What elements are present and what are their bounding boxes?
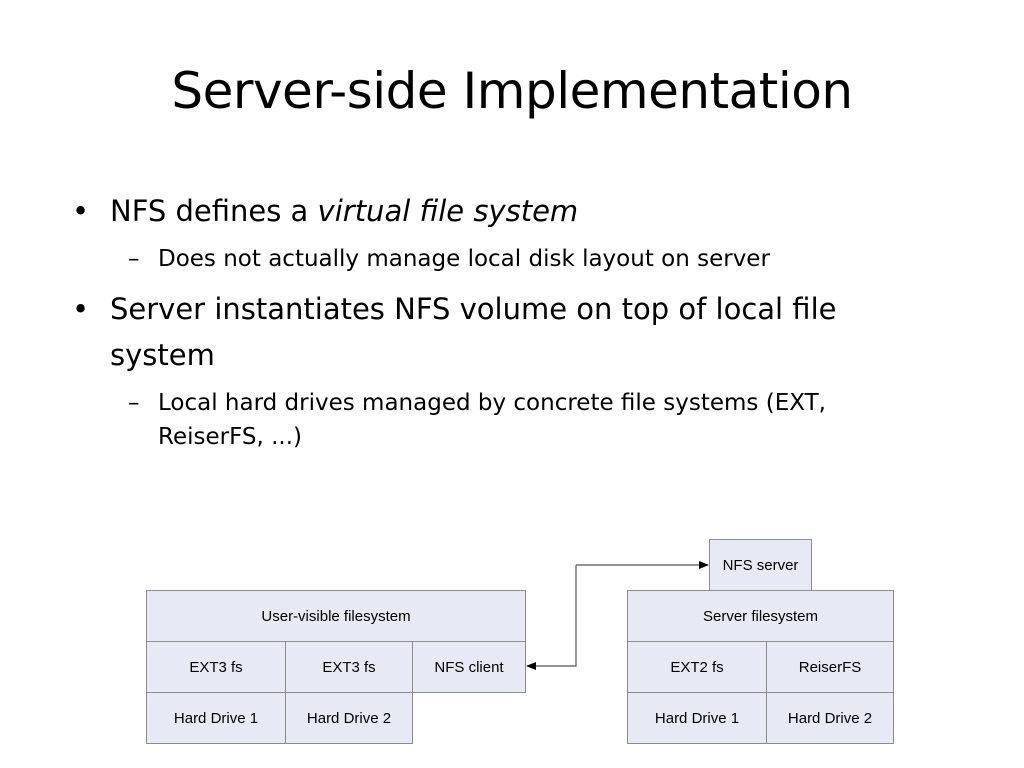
bullet-2-line-1: Server instantiates NFS volume on top of…	[110, 292, 837, 326]
bullet-1-emphasis: virtual file system	[317, 194, 579, 228]
sub-bullet-2-line-1: Local hard drives managed by concrete fi…	[158, 390, 826, 416]
server-hard-drive-2-box: Hard Drive 2	[766, 692, 894, 744]
sub-bullet-1-text: Does not actually manage local disk layo…	[158, 246, 770, 272]
sub-bullet-dash: –	[128, 390, 140, 416]
ext3-fs-box-2: EXT3 fs	[285, 641, 413, 693]
bullet-1: • NFS defines a virtual file system	[72, 188, 972, 234]
ext3-fs-box-1: EXT3 fs	[146, 641, 286, 693]
server-filesystem-box: Server filesystem	[627, 590, 894, 642]
bullet-2: • Server instantiates NFS volume on top …	[72, 286, 972, 378]
bullet-1-text: NFS defines a	[110, 194, 318, 228]
client-hard-drive-1-box: Hard Drive 1	[146, 692, 286, 744]
nfs-server-box: NFS server	[709, 539, 812, 591]
sub-bullet-dash: –	[128, 246, 140, 272]
sub-bullet-1: – Does not actually manage local disk la…	[72, 242, 972, 276]
bullet-list: • NFS defines a virtual file system – Do…	[72, 188, 972, 454]
sub-bullet-2-line-2: ReiserFS, ...)	[158, 424, 303, 450]
bullet-dot: •	[72, 194, 90, 228]
bullet-dot: •	[72, 292, 90, 326]
bullet-2-line-2: system	[110, 338, 215, 372]
nfs-client-box: NFS client	[412, 641, 526, 693]
ext2-fs-box: EXT2 fs	[627, 641, 767, 693]
slide-title: Server-side Implementation	[171, 62, 853, 120]
sub-bullet-2: – Local hard drives managed by concrete …	[72, 386, 972, 454]
reiserfs-box: ReiserFS	[766, 641, 894, 693]
client-hard-drive-2-box: Hard Drive 2	[285, 692, 413, 744]
server-hard-drive-1-box: Hard Drive 1	[627, 692, 767, 744]
user-visible-filesystem-box: User-visible filesystem	[146, 590, 526, 642]
